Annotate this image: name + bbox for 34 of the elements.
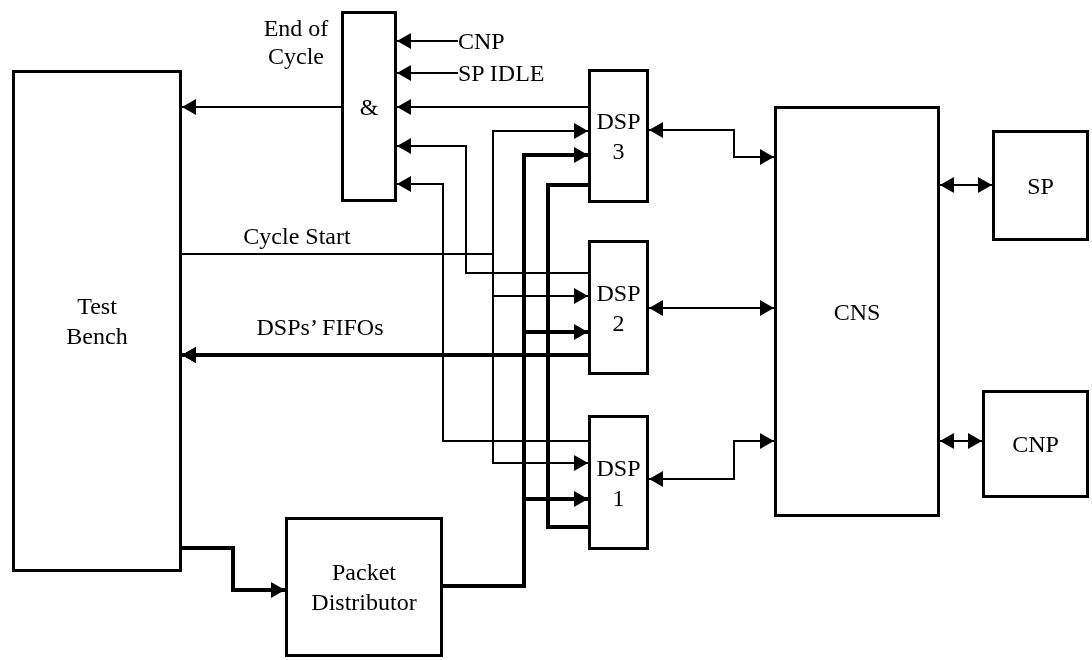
node-label: CNP [1012,430,1059,459]
process-box [588,415,649,550]
node-label: Packet Distributor [310,558,418,617]
node-label: & [359,92,379,122]
connector-arrow [648,434,775,486]
connector-arrow [396,177,589,442]
and-gate-box [341,11,397,202]
node-label: SP [1027,171,1054,201]
connector-arrow [443,492,588,588]
process-box [285,517,443,657]
node-label: Test Bench [65,292,129,351]
connector-arrow [939,178,993,192]
connector-arrow [939,434,983,448]
connector-arrow [648,123,775,164]
connector-arrow [182,348,588,529]
process-box [588,69,649,203]
connector-arrow [648,301,775,315]
node-label: CNP [458,27,505,56]
process-box [982,390,1089,498]
process-box [588,240,649,375]
connector-arrow [396,66,459,80]
process-box [774,106,940,517]
connector-arrow [181,100,342,114]
process-box [12,70,182,572]
node-label: SP IDLE [458,59,545,88]
node-label: DSP 2 [595,278,642,338]
connector-arrow [396,34,459,48]
connector-arrow [182,546,285,597]
node-label: DSP 3 [595,107,642,166]
connector-arrow [396,139,589,274]
node-label: DSP 1 [595,453,642,513]
connector-arrow [396,100,589,114]
node-label: CNS [833,297,881,327]
process-box [992,130,1089,241]
